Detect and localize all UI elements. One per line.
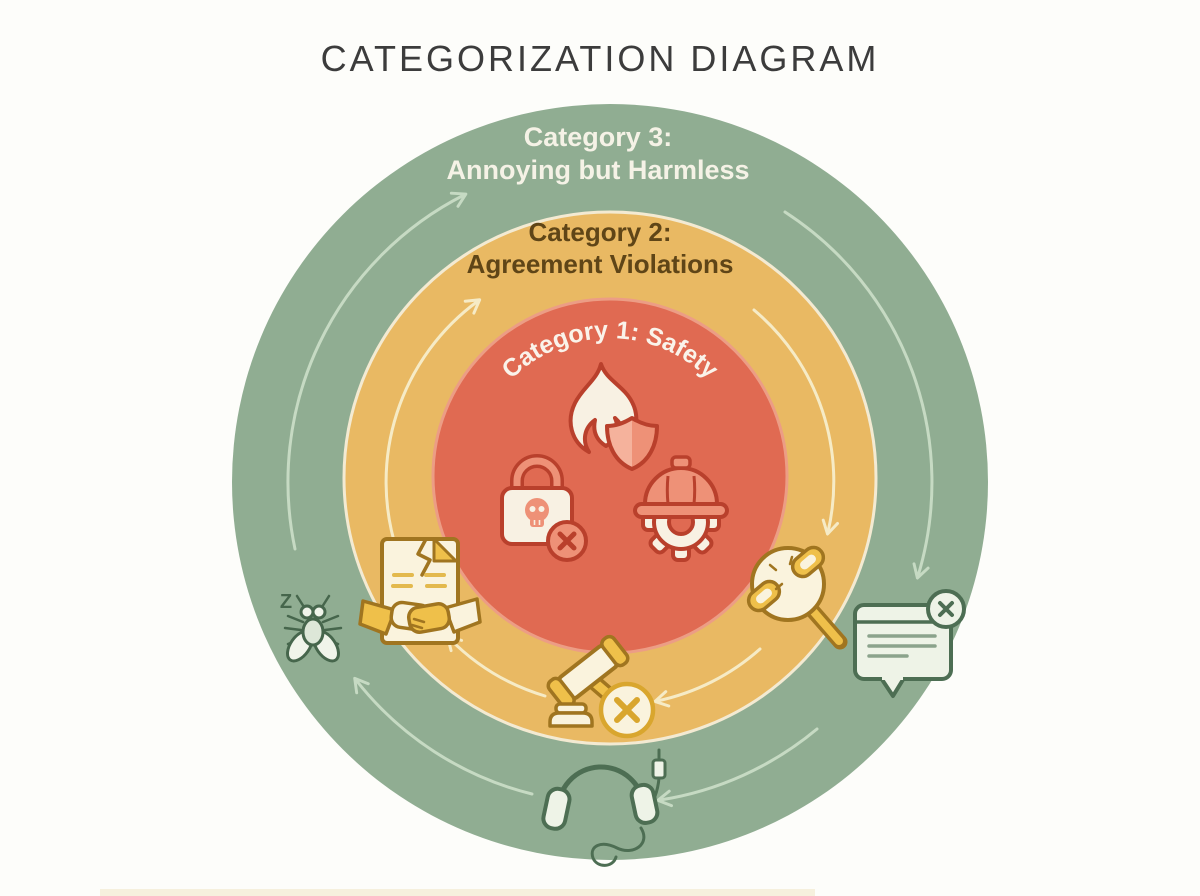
- category-2-label-line2: Agreement Violations: [467, 249, 734, 279]
- flow-arrow-arc: [656, 727, 819, 808]
- flow-arrow-arc: [384, 298, 482, 553]
- circle-category-1: [431, 297, 789, 655]
- page-title: CATEGORIZATION DIAGRAM: [320, 38, 880, 79]
- helmet-gear-icon: [633, 455, 729, 562]
- skull-lock-icon: [500, 454, 588, 562]
- tangled-headphones-icon: [541, 748, 667, 867]
- cropped-footer-strip: [100, 889, 815, 896]
- buzz-z-text: Z: [280, 591, 292, 613]
- hard-hat-glyph: [633, 455, 729, 519]
- skull-glyph: [525, 498, 549, 527]
- handshake-glyph: [358, 597, 482, 636]
- category-2-label-line1: Category 2:: [528, 217, 671, 247]
- category-3-label-line2: Annoying but Harmless: [446, 155, 749, 185]
- sleepy-fly-icon: Z: [280, 591, 343, 663]
- dismissed-message-icon: [853, 589, 966, 698]
- flow-arrow-arc: [286, 191, 468, 551]
- flow-arrow-arc: [752, 308, 839, 536]
- torn-contract-handshake-icon: [358, 537, 482, 645]
- middle-ring-flow-arrows: [384, 298, 839, 708]
- gavel-x-icon: [546, 634, 656, 739]
- flow-arrow-arc: [446, 635, 547, 698]
- category-3-label-line1: Category 3:: [524, 122, 673, 152]
- broken-chain-magnifier-icon: [746, 545, 848, 650]
- flame-shield-icon: [568, 362, 659, 471]
- flow-arrow-arc: [353, 676, 534, 796]
- outer-ring-flow-arrows: [286, 191, 934, 808]
- flow-arrow-arc: [653, 647, 762, 708]
- flow-arrow-arc: [783, 210, 934, 580]
